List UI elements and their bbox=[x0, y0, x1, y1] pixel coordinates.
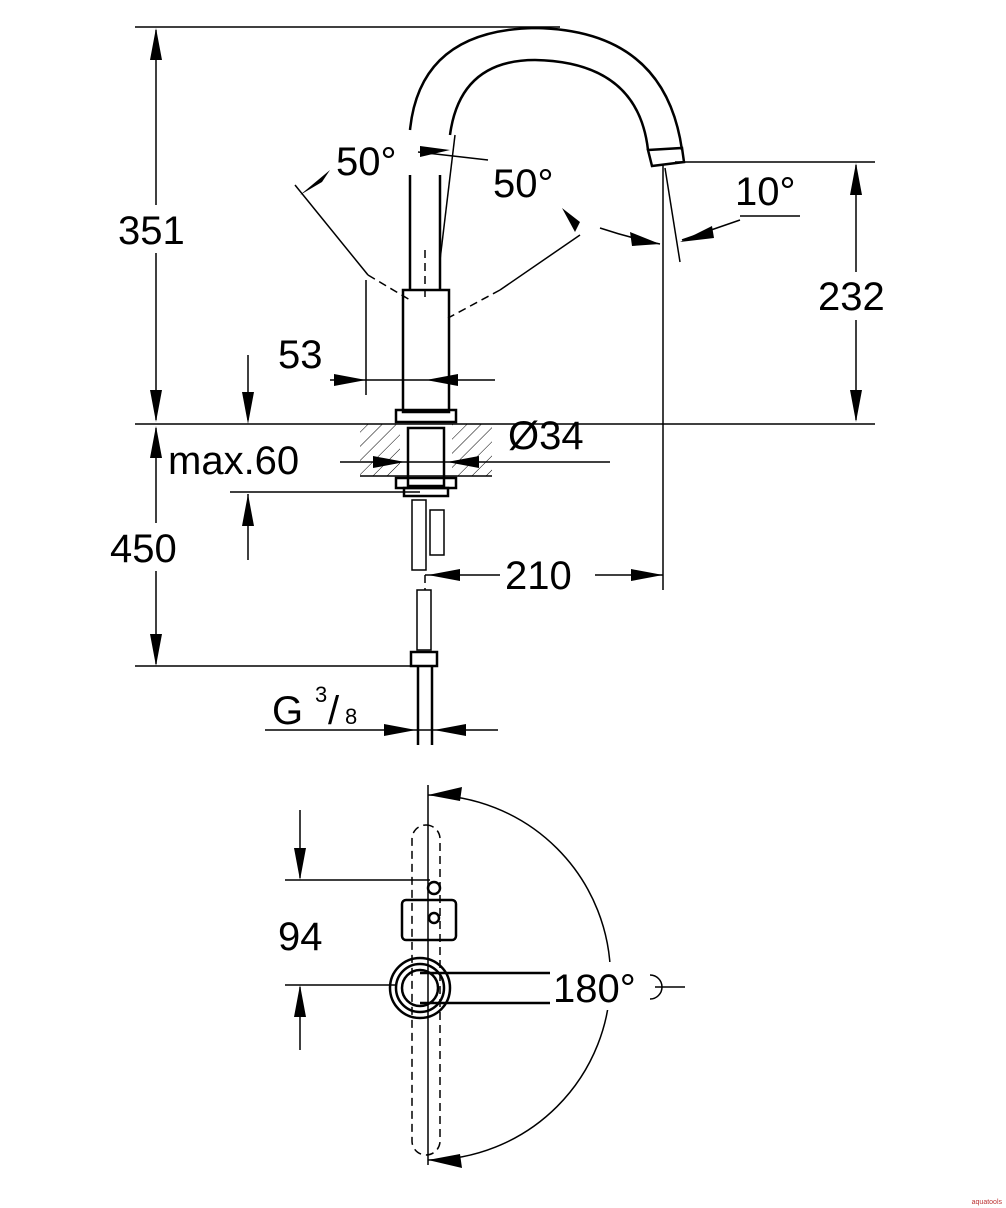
body-top bbox=[400, 898, 458, 942]
swivel-right-label: 50° bbox=[493, 162, 554, 206]
faucet-base bbox=[394, 408, 458, 424]
dim-max60-label: max.60 bbox=[168, 439, 299, 483]
hose-upper-right bbox=[429, 509, 445, 556]
dim-210-label: 210 bbox=[505, 554, 572, 598]
spout-tip bbox=[646, 146, 686, 168]
spout-swing-path bbox=[411, 824, 441, 1156]
base-ring-inner bbox=[400, 968, 440, 1008]
dim-34-label: Ø34 bbox=[508, 414, 584, 458]
spout-arm bbox=[420, 971, 550, 1005]
mounting-shank bbox=[406, 426, 446, 488]
thread-label-num: 3 bbox=[315, 682, 327, 707]
spout-inner bbox=[448, 58, 650, 151]
spout-outer bbox=[408, 26, 684, 151]
side-view: 351 450 232 bbox=[105, 26, 900, 745]
svg-text:/: / bbox=[328, 689, 340, 733]
dim-450-arrow-top bbox=[150, 426, 162, 458]
swivel-left-label: 50° bbox=[336, 140, 397, 184]
hose-fitting bbox=[409, 650, 439, 668]
thread-label-den: 8 bbox=[345, 704, 357, 729]
rotation-label: 180° bbox=[553, 967, 636, 1011]
faucet-body bbox=[401, 288, 451, 414]
hose-upper-left bbox=[411, 499, 427, 571]
spout-tilt-label: 10° bbox=[735, 170, 796, 214]
dim-351-arrow-bottom bbox=[150, 390, 162, 422]
base-ring-outer bbox=[388, 956, 452, 1020]
dim-94-label: 94 bbox=[278, 915, 323, 959]
dim-232-arrow-bottom bbox=[850, 390, 862, 422]
dim-232-label: 232 bbox=[818, 275, 885, 319]
deck-section-right bbox=[452, 424, 492, 476]
dim-450-arrow-bottom bbox=[150, 634, 162, 666]
deck-section-left bbox=[360, 424, 400, 476]
dim-351-label: 351 bbox=[118, 209, 185, 253]
dim-232-arrow-top bbox=[850, 163, 862, 195]
watermark: aquatools bbox=[971, 1199, 1002, 1206]
dim-450-label: 450 bbox=[110, 527, 177, 571]
dim-351-arrow-top bbox=[150, 28, 162, 60]
thread-label-G: G bbox=[272, 689, 303, 733]
top-view: 94 180° bbox=[278, 785, 685, 1168]
hose-lower bbox=[416, 589, 432, 651]
dim-53-label: 53 bbox=[278, 333, 323, 377]
